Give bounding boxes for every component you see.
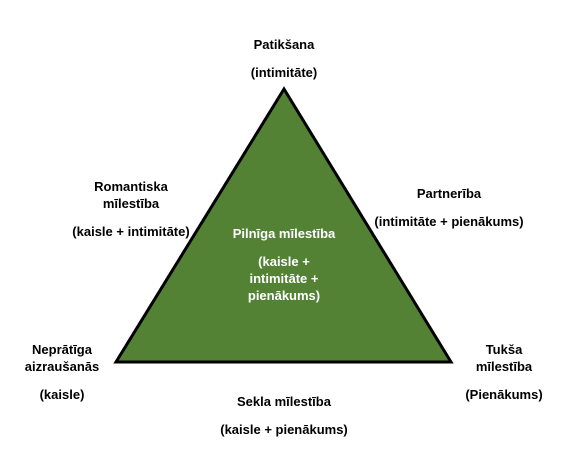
bottom-sub: (kaisle + pienākums) — [220, 422, 348, 437]
upper-left-line2: mīlestība — [102, 196, 160, 211]
lower-right-line1: Tukša — [485, 342, 523, 357]
lower-right-sub: (Pienākums) — [465, 387, 543, 402]
upper-right-sub: (intimitāte + pienākums) — [374, 214, 524, 229]
center-line3: pienākums) — [247, 288, 321, 303]
upper-right-title: Partnerība — [416, 186, 482, 201]
bottom-title: Sekla mīlestība — [237, 394, 331, 409]
top-sub: (intimitāte) — [250, 65, 318, 80]
upper-left-line1: Romantiska — [94, 179, 168, 194]
upper-right-label: Partnerība (intimitāte + pienākums) — [369, 185, 529, 230]
lower-right-label: Tukša mīlestība (Pienākums) — [458, 341, 550, 403]
top-title: Patikšana — [253, 37, 315, 52]
lower-left-sub: (kaisle) — [39, 387, 85, 402]
lower-left-line1: Neprātīga — [32, 342, 92, 357]
lower-left-line2: aizraušanās — [24, 359, 100, 374]
lower-right-line2: mīlestība — [475, 359, 533, 374]
center-label: Pilnīga mīlestība (kaisle + intimitāte +… — [219, 225, 349, 304]
bottom-label: Sekla mīlestība (kaisle + pienākums) — [204, 393, 364, 438]
triangle — [113, 86, 454, 364]
top-label: Patikšana (intimitāte) — [234, 36, 334, 81]
center-title: Pilnīga mīlestība — [232, 226, 336, 241]
upper-left-sub: (kaisle + intimitāte) — [72, 224, 190, 239]
lower-left-label: Neprātīga aizraušanās (kaisle) — [14, 341, 110, 403]
center-line2: intimitāte + — [249, 271, 319, 286]
center-line1: (kaisle + — [258, 254, 310, 269]
upper-left-label: Romantiska mīlestība (kaisle + intimitāt… — [61, 178, 201, 240]
